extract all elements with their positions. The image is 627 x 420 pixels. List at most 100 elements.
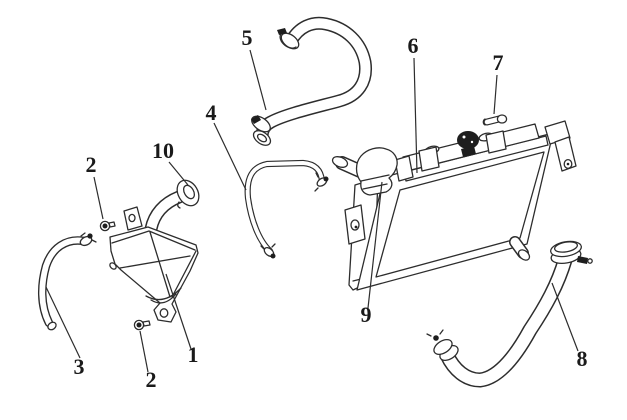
tank-body <box>109 226 199 323</box>
tank-top-crease <box>111 230 196 251</box>
callout-2-lower: 2 <box>139 330 157 392</box>
hose3-body <box>39 237 87 326</box>
hose5-top-clamp-screw <box>277 28 287 35</box>
callout-2-lower-leader <box>139 330 149 373</box>
callout-7-leader <box>493 74 498 115</box>
radiator-left-tab-hole <box>350 219 360 231</box>
filler-inlet-opening <box>331 156 349 168</box>
callout-2-upper: 2 <box>86 152 104 220</box>
hose8-left-clamp <box>426 329 459 361</box>
hose4-body <box>245 161 324 253</box>
hose4-clamp-left-screw <box>270 253 276 259</box>
filler-housing <box>355 147 398 196</box>
hose3-end-ring <box>47 321 57 331</box>
part-reserve-tank-hose <box>38 232 97 331</box>
part-tank-bolt-upper <box>99 220 116 232</box>
bolt-upper-tab <box>108 221 116 228</box>
callout-5-number: 5 <box>242 25 253 50</box>
callout-3-number: 3 <box>74 354 85 379</box>
radiator-strap-left <box>418 146 440 172</box>
callout-9-number: 9 <box>361 302 372 327</box>
tank-neck <box>146 192 184 234</box>
callout-4-number: 4 <box>206 100 217 125</box>
part-tank-bolt-lower <box>133 319 151 331</box>
hose4-clamp-right <box>314 172 329 192</box>
callout-4: 4 <box>206 100 247 191</box>
radiator-cap-spec2 <box>470 140 474 144</box>
hose5-bottom-bore <box>256 133 268 143</box>
callout-6: 6 <box>408 33 419 174</box>
part-tank-filler-ring <box>176 179 200 209</box>
callout-2-lower-number: 2 <box>146 367 157 392</box>
radiator-bracket-endcap <box>394 155 414 182</box>
callout-8-number: 8 <box>577 346 588 371</box>
radiator-outlet-opening <box>517 249 531 261</box>
radiator-cap-stem <box>461 146 476 157</box>
callout-10: 10 <box>152 138 189 186</box>
callout-9-leader <box>367 181 383 309</box>
radiator-strap-right <box>485 130 507 154</box>
bolt7-head <box>496 114 508 124</box>
radiator-cap-body <box>457 131 479 149</box>
callout-4-leader <box>213 122 247 191</box>
callout-2-upper-leader <box>93 176 104 220</box>
radiator-left-tab-pin <box>354 225 358 229</box>
bolt-lower-head <box>136 322 142 328</box>
radiator-right-pin <box>566 162 570 166</box>
callout-6-number: 6 <box>408 33 419 58</box>
hose3-clamp <box>79 232 97 247</box>
callout-3: 3 <box>45 286 85 379</box>
callout-5: 5 <box>242 25 267 111</box>
hose3-outline <box>38 236 89 328</box>
tank-mid-crease <box>119 255 191 269</box>
callout-1-number: 1 <box>188 342 199 367</box>
hose8-left-band2 <box>433 339 453 355</box>
callout-7-number: 7 <box>493 50 504 75</box>
radiator-core <box>375 151 545 278</box>
hose3-clamp-band <box>79 235 93 247</box>
callout-1: 1 <box>165 273 199 367</box>
radiator-cap <box>457 131 479 157</box>
part-lower-radiator-hose <box>426 240 593 388</box>
callout-7: 7 <box>493 50 504 115</box>
radiator-cap-spec1 <box>462 135 466 139</box>
bolt-upper-head <box>102 223 108 229</box>
filler-housing-collar <box>360 174 390 190</box>
callout-5-leader <box>249 49 267 111</box>
hose8-clamp-nut <box>587 258 593 264</box>
hose5-top-clamp <box>277 28 297 49</box>
callout-8: 8 <box>551 282 588 371</box>
tank-side-nub <box>109 262 117 270</box>
hose8-left-wings <box>426 329 444 337</box>
callout-10-number: 10 <box>152 138 174 163</box>
hose4-clamp-right-wings <box>314 172 319 192</box>
filler-ring-collar <box>177 201 181 209</box>
hose5-bottom-clamp <box>251 115 271 133</box>
hose8-top-end <box>550 240 593 265</box>
hose8-left-screw <box>433 335 439 341</box>
filler-ring-inner <box>182 184 196 200</box>
bolt-lower-tab <box>142 320 151 327</box>
hose5-bottom-clamp-screw <box>251 115 261 124</box>
part-radiator-filler-neck <box>331 147 398 196</box>
callout-6-leader <box>413 57 418 174</box>
hose5-body <box>257 18 371 141</box>
bolt7-end <box>482 118 486 126</box>
callout-8-leader <box>551 282 579 352</box>
callout-9: 9 <box>361 181 383 327</box>
tank-front-creases <box>149 231 197 298</box>
hose8-body <box>441 254 571 387</box>
callout-10-leader <box>168 161 189 186</box>
hose3-clamp-wings <box>80 232 97 243</box>
hose5-top-clamp-band <box>279 32 297 49</box>
part-radiator-mount-bolt <box>482 114 508 126</box>
part-overflow-hose <box>244 159 329 259</box>
part-upper-radiator-hose <box>251 16 373 146</box>
callout-3-leader <box>45 286 81 359</box>
hose4-clamp-left <box>260 243 276 259</box>
callouts: 1 2 2 3 4 5 6 7 <box>45 25 588 392</box>
hose8-clamp-screw <box>577 256 588 264</box>
callout-2-upper-number: 2 <box>86 152 97 177</box>
hose3-clamp-screw <box>87 233 93 239</box>
